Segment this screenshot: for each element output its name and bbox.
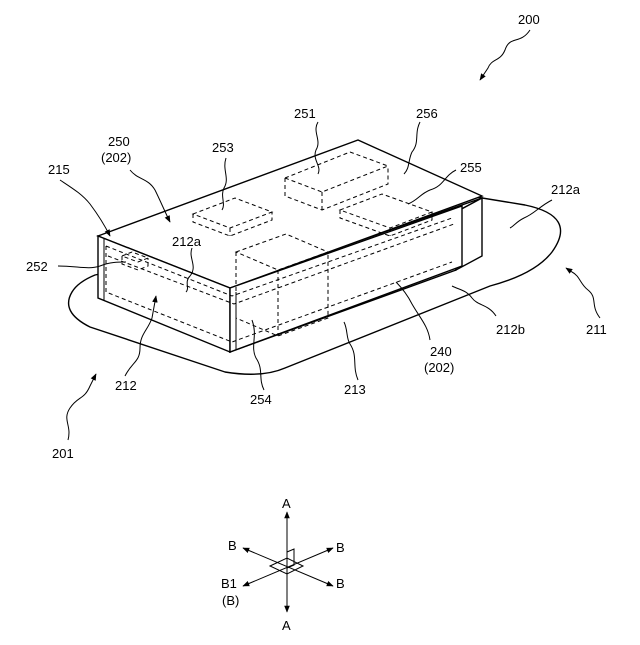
leader-200: [480, 30, 530, 80]
label-240: 240: [430, 344, 452, 359]
label-212a-left: 212a: [172, 234, 202, 249]
leader-201: [67, 374, 96, 440]
label-250: 250: [108, 134, 130, 149]
label-200: 200: [518, 12, 540, 27]
leader-211: [566, 268, 600, 318]
axis-label-b-upper-left: B: [228, 538, 237, 553]
label-256: 256: [416, 106, 438, 121]
label-252: 252: [26, 259, 48, 274]
label-254: 254: [250, 392, 272, 407]
axis-label-a-bottom: A: [282, 618, 291, 633]
label-212: 212: [115, 378, 137, 393]
label-213: 213: [344, 382, 366, 397]
axis-label-b1: B1: [221, 576, 237, 591]
label-240-sub: (202): [424, 360, 454, 375]
axis-label-b-lower-right: B: [336, 576, 345, 591]
label-253: 253: [212, 140, 234, 155]
axis-label-b1-sub: (B): [222, 593, 239, 608]
axis-label-b-upper-right: B: [336, 540, 345, 555]
label-250-sub: (202): [101, 150, 131, 165]
label-215: 215: [48, 162, 70, 177]
leader-215: [60, 180, 110, 236]
label-212b: 212b: [496, 322, 525, 337]
label-255: 255: [460, 160, 482, 175]
label-251: 251: [294, 106, 316, 121]
label-212a-right: 212a: [551, 182, 581, 197]
direction-axes: [243, 512, 333, 612]
axis-label-a-top: A: [282, 496, 291, 511]
label-211: 211: [586, 322, 607, 337]
label-201: 201: [52, 446, 74, 461]
